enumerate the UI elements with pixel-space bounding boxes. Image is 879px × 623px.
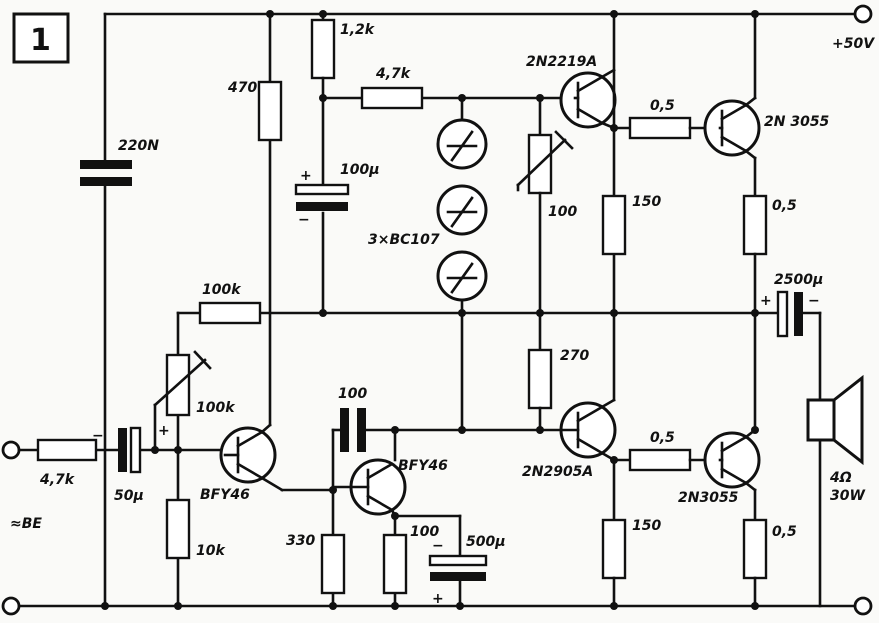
output-capacitor-minus: − (808, 293, 820, 309)
resistor-100-emitter-label: 100 (410, 524, 439, 540)
input-cap-plus: + (158, 423, 170, 439)
resistor-4k7-bias (360, 86, 424, 110)
potentiometer-100-label: 100 (548, 204, 577, 220)
resistor-0-5-driver-bottom (628, 448, 692, 472)
capacitor-500u-label: 500µ (466, 534, 506, 550)
resistor-150-bottom (601, 518, 627, 580)
output-capacitor-2500u (753, 290, 822, 402)
resistor-270-label: 270 (560, 348, 589, 364)
capacitor-100p-label: 100 (338, 386, 367, 402)
potentiometer-100k (153, 350, 212, 452)
transistor-2n3055-top-label: 2N 3055 (764, 114, 830, 130)
capacitor-100u-minus: − (298, 212, 310, 228)
resistor-470 (257, 80, 283, 142)
resistor-0-5-driver-top-label: 0,5 (650, 98, 675, 114)
figure-number-box (12, 12, 70, 64)
input-capacitor-label: 50µ (114, 488, 144, 504)
potentiometer-100k-label: 100k (196, 400, 236, 416)
resistor-150-top-label: 150 (632, 194, 661, 210)
output-capacitor-plus: + (760, 293, 772, 309)
transistor-bfy46-input-label: BFY46 (200, 487, 250, 503)
capacitor-100p (340, 408, 366, 452)
resistor-10k-label: 10k (196, 543, 226, 559)
bias-diodes-3xbc107 (436, 96, 488, 432)
resistor-470-label: 470 (227, 80, 257, 96)
transistor-2n3055-bottom-label: 2N3055 (678, 490, 739, 506)
transistor-bfy46-vas-label: BFY46 (398, 458, 448, 474)
bias-diodes-label: 3×BC107 (368, 232, 440, 248)
transistor-2n3055-bottom (703, 428, 761, 522)
potentiometer-100 (516, 96, 574, 352)
input-resistor-label: 4,7k (39, 472, 76, 488)
capacitor-500u (428, 514, 488, 608)
resistor-1k2-label: 1,2k (340, 22, 376, 38)
ground-terminal-left (1, 596, 21, 616)
transistor-2n2219a (559, 12, 632, 198)
capacitor-100u-plus: + (300, 168, 312, 184)
transistor-2n3055-top (703, 12, 761, 198)
resistor-0-5-driver-top (628, 116, 692, 140)
resistor-10k (165, 498, 191, 560)
transistor-2n2905a-label: 2N2905A (522, 464, 593, 480)
resistor-0-5-emitter-top-label: 0,5 (772, 198, 797, 214)
resistor-150-bottom-label: 150 (632, 518, 661, 534)
input-cap-minus: − (92, 428, 104, 444)
resistor-0-5-emitter-bottom-label: 0,5 (772, 524, 797, 540)
resistor-270 (527, 348, 553, 410)
input-label: ≈BE (10, 516, 42, 532)
feedback-wiring (176, 311, 757, 608)
feedback-resistor-label: 100k (202, 282, 242, 298)
speaker-impedance-label: 4Ω (829, 470, 852, 486)
capacitor-100u (294, 183, 350, 211)
transistor-bfy46-input (219, 138, 335, 492)
input-terminal (1, 440, 21, 460)
resistor-0-5-emitter-top (742, 194, 768, 256)
resistor-330-label: 330 (286, 533, 315, 549)
feedback-resistor-100k (198, 301, 262, 325)
transistor-2n2905a (538, 252, 632, 522)
ground-terminal-right (853, 596, 873, 616)
resistor-330 (320, 533, 346, 595)
capacitor-220n (80, 12, 132, 608)
junction-dots (101, 10, 759, 610)
resistor-150-top (601, 194, 627, 256)
transistor-2n2219a-label: 2N2219A (526, 54, 597, 70)
resistor-100-emitter (382, 533, 408, 595)
supply-terminal (853, 4, 873, 24)
loudspeaker (806, 374, 864, 608)
figure-number: 1 (30, 23, 51, 58)
output-capacitor-label: 2500µ (774, 272, 823, 288)
speaker-power-label: 30W (830, 488, 865, 504)
capacitor-500u-minus: − (432, 538, 444, 554)
resistor-0-5-driver-bottom-label: 0,5 (650, 430, 675, 446)
input-resistor-4k7 (36, 438, 98, 462)
capacitor-220n-label: 220N (118, 138, 159, 154)
capacitor-500u-plus: + (432, 591, 444, 607)
resistor-1k2 (310, 18, 336, 80)
input-capacitor-50u (118, 426, 142, 474)
resistor-0-5-emitter-bottom (742, 518, 768, 580)
capacitor-100u-label: 100µ (340, 162, 380, 178)
supply-voltage-label: +50V (832, 36, 875, 52)
resistor-4k7-bias-label: 4,7k (375, 66, 412, 82)
